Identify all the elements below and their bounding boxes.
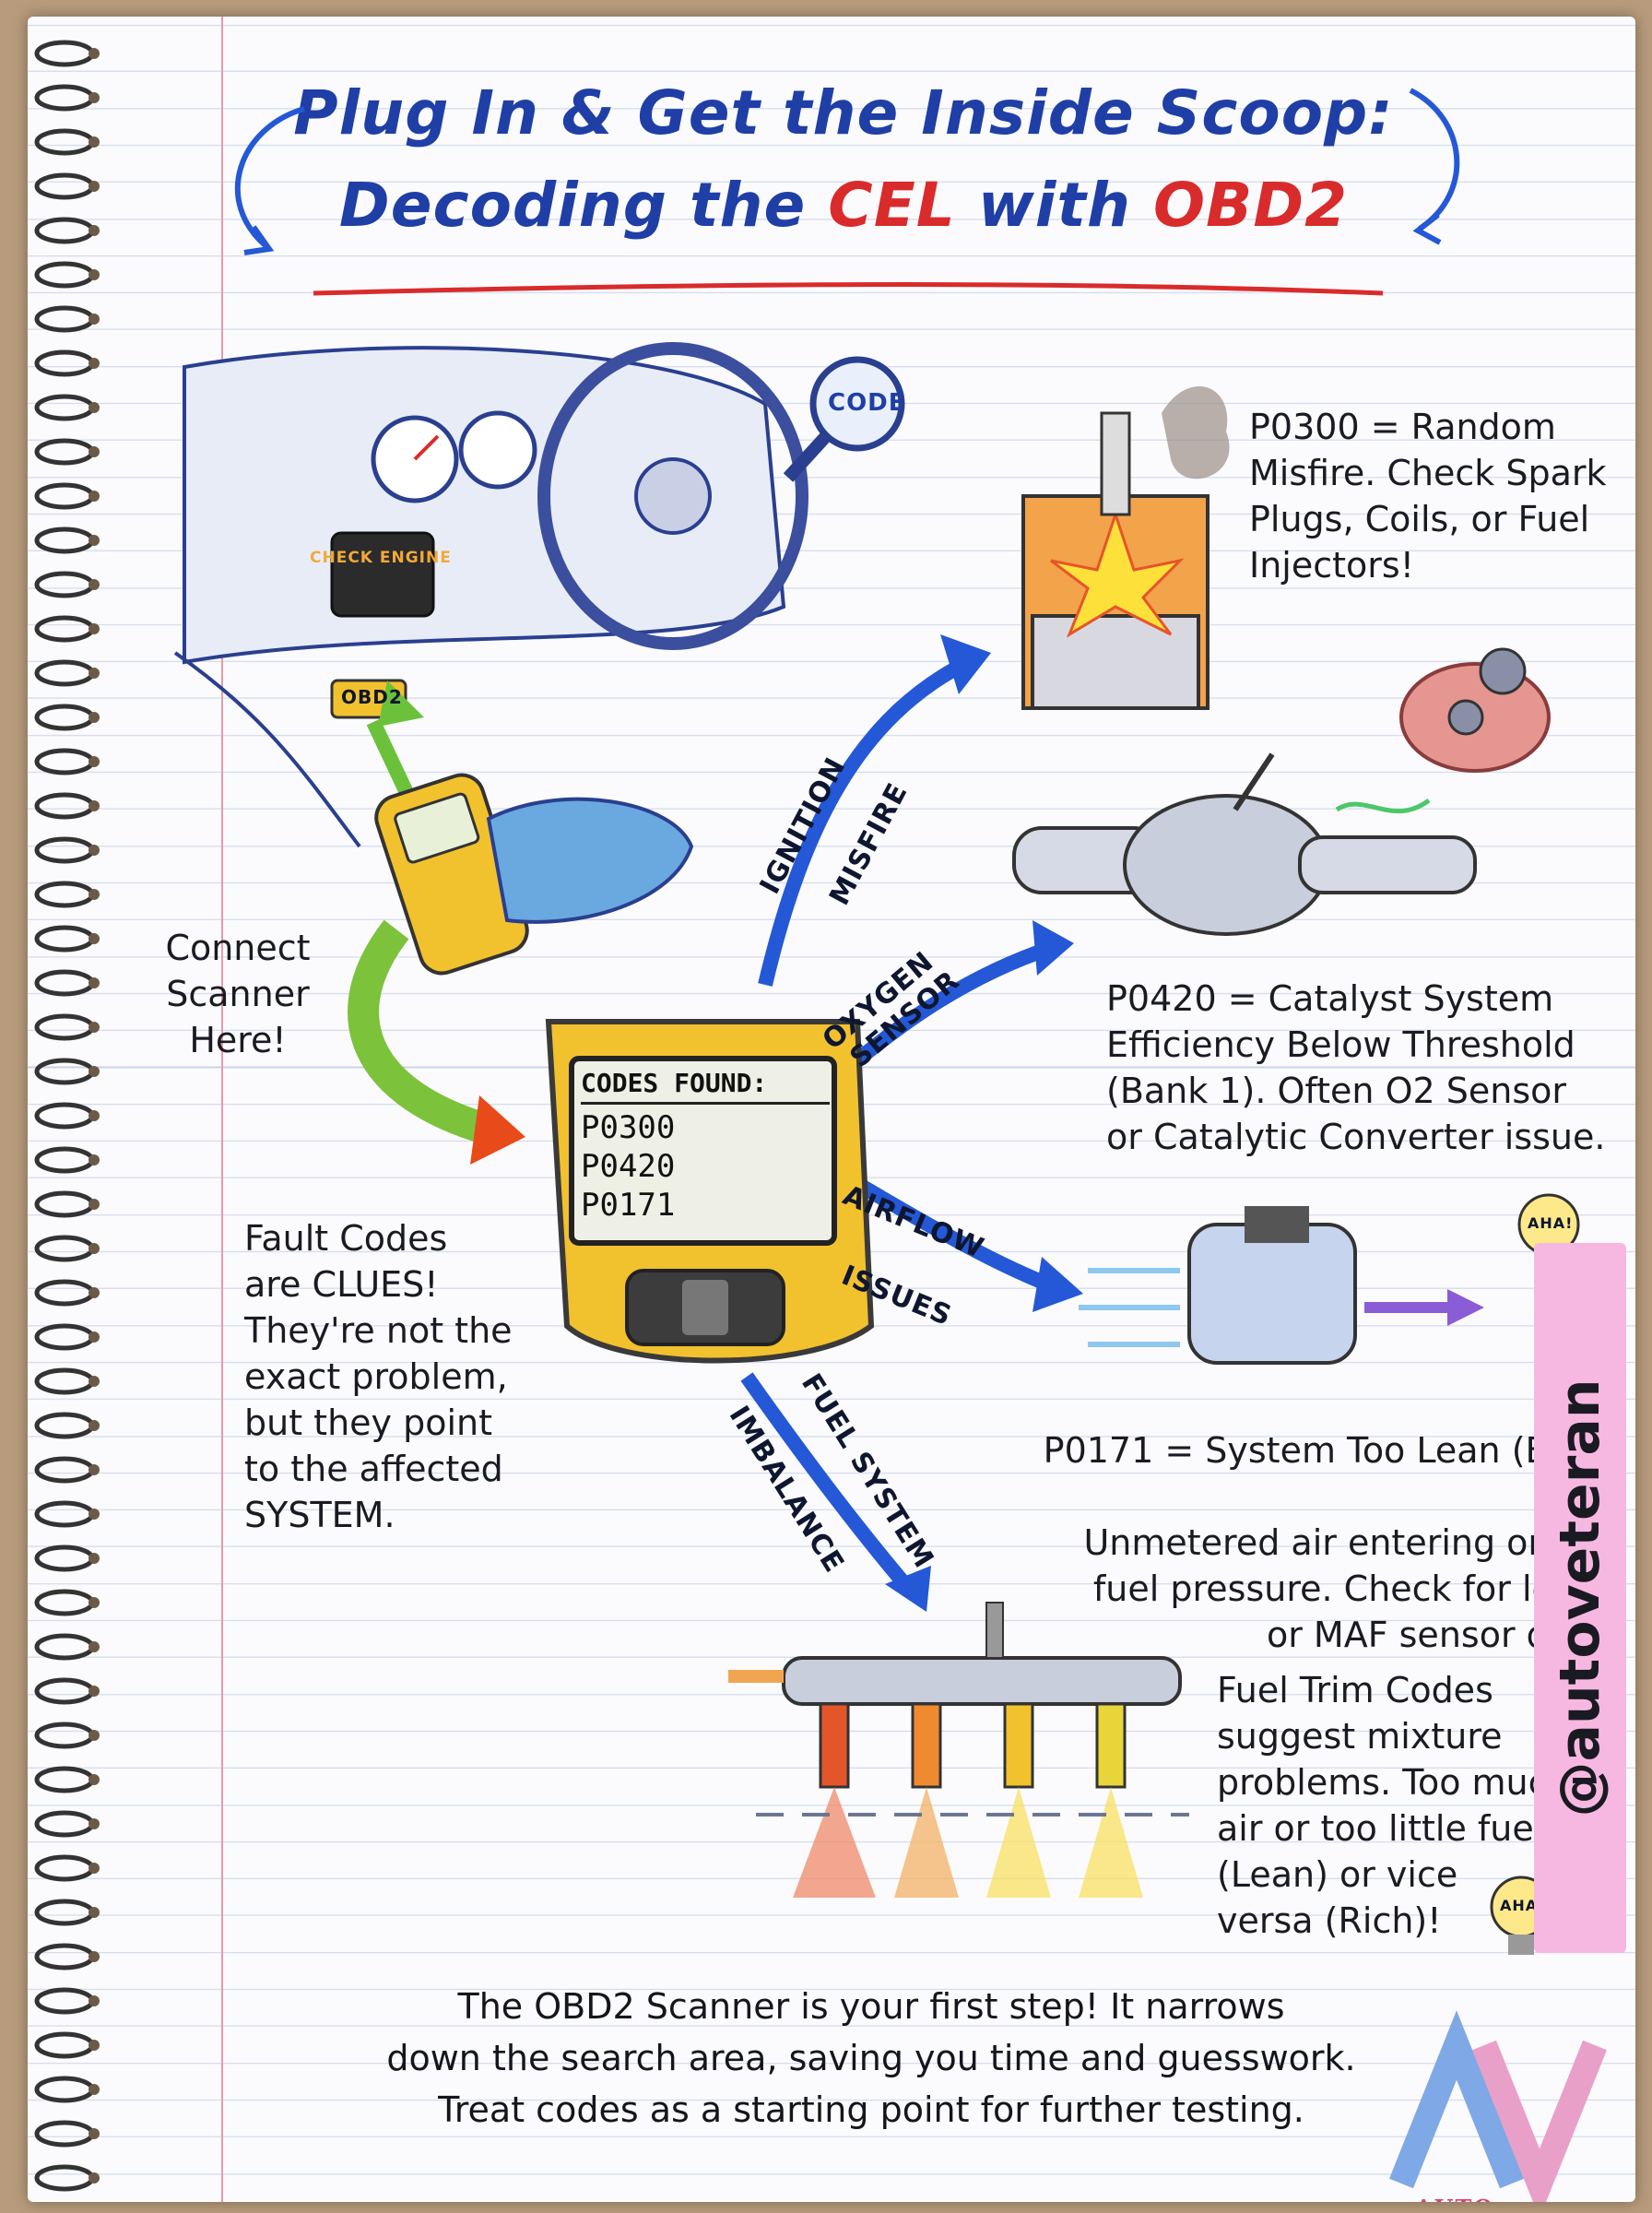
binding-hole — [88, 1243, 100, 1254]
auto-veteran-logo — [1389, 2010, 1607, 2202]
title-underline — [313, 282, 1384, 296]
binding-hole — [88, 269, 100, 280]
ignition-arrow — [758, 655, 972, 987]
notebook-page: Plug In & Get the Inside Scoop: Decoding… — [28, 17, 1635, 2202]
connect-scanner-note: Connect Scanner Here! — [165, 928, 311, 1060]
title-right-arrow — [1409, 88, 1460, 231]
binding-hole — [88, 933, 100, 944]
screen-header: CODES FOUND: — [581, 1068, 830, 1105]
fuel-arrow — [740, 1372, 919, 1599]
scanner-screen: CODES FOUND: P0300 P0420 P0171 — [581, 1068, 830, 1225]
binding-hole — [88, 1022, 100, 1033]
binding-hole — [88, 1641, 100, 1652]
airflow-arrow — [844, 1172, 1063, 1296]
handheld-scanner-illustration — [366, 680, 694, 976]
magnifier-icon — [783, 356, 905, 482]
magnifier-label: CODE — [828, 389, 906, 417]
binding-hole — [88, 1464, 100, 1475]
binding-hole — [88, 1686, 100, 1697]
binding-hole — [88, 1509, 100, 1520]
binding-hole — [88, 756, 100, 767]
margin-line — [221, 17, 223, 2202]
binding-hole — [88, 402, 100, 413]
binding-hole — [88, 845, 100, 856]
cylinder-misfire-illustration — [1021, 386, 1230, 710]
binding-hole — [88, 977, 100, 988]
binding-hole — [88, 1110, 100, 1121]
binding-hole — [88, 1066, 100, 1077]
code-p0171: P0171 — [581, 1187, 676, 1224]
binding-hole — [88, 889, 100, 900]
binding-hole — [88, 800, 100, 811]
binding-hole — [88, 491, 100, 502]
maf-sensor-illustration — [1079, 1206, 1484, 1365]
binding-hole — [88, 2128, 100, 2139]
obd2-port-label: OBD2 — [341, 686, 403, 708]
binding-hole — [88, 1199, 100, 1210]
binding-hole — [88, 2084, 100, 2095]
code-p0420: P0420 — [581, 1148, 676, 1185]
check-engine-label: CHECK ENGINE — [310, 549, 452, 567]
oxygen-arrow — [843, 941, 1054, 1074]
connect-arrow — [348, 919, 502, 1148]
binding-hole — [88, 48, 100, 59]
aha-label: AHA! — [1528, 1214, 1574, 1232]
title-cel: CEL — [828, 170, 956, 241]
binding-hole — [88, 136, 100, 148]
fuel-rail-illustration — [728, 1602, 1189, 1898]
title-left-arrow — [234, 106, 305, 250]
title-line-2: Decoding the CEL with OBD2 — [338, 170, 1349, 241]
binding-hole — [88, 1553, 100, 1564]
binding-hole — [88, 712, 100, 723]
page-title: Plug In & Get the Inside Scoop: Decoding… — [267, 67, 1420, 252]
fault-codes-note: Fault Codes are CLUES! They're not the e… — [244, 1218, 513, 1535]
title-obd2: OBD2 — [1152, 170, 1349, 241]
aha-label-2: AHA! — [1500, 1897, 1546, 1914]
binding-hole — [88, 2172, 100, 2183]
footer-summary: The OBD2 Scanner is your first step! It … — [386, 1986, 1356, 2130]
binding-hole — [88, 623, 100, 634]
binding-hole — [88, 1154, 100, 1166]
binding-hole — [88, 181, 100, 192]
binding-hole — [88, 358, 100, 369]
social-handle-banner: @autoveteran — [1534, 1243, 1626, 1953]
binding-hole — [88, 668, 100, 679]
p0171-note: P0171 = System Too Lean (Bank 1).Unmeter… — [1043, 1430, 1613, 1655]
social-handle: @autoveteran — [1548, 1379, 1612, 1817]
binding-hole — [88, 535, 100, 546]
illustration-layer — [173, 88, 1607, 2202]
binding-hole — [88, 1818, 100, 1829]
scanner-device — [545, 1019, 875, 1364]
binding-hole — [88, 1376, 100, 1387]
title-line-1: Plug In & Get the Inside Scoop: — [293, 77, 1394, 148]
binding-hole — [88, 1774, 100, 1785]
binding-hole — [88, 1597, 100, 1608]
binding-hole — [88, 225, 100, 236]
binding-hole — [88, 1863, 100, 1874]
binding-hole — [88, 92, 100, 103]
binding-hole — [88, 579, 100, 590]
binding-hole — [88, 1730, 100, 1741]
brain-gears-icon — [1399, 647, 1551, 773]
binding-hole — [88, 1420, 100, 1431]
binding-hole — [88, 1995, 100, 2006]
dashboard-illustration — [173, 342, 808, 848]
spiral-binding — [34, 40, 100, 2192]
binding-hole — [88, 1287, 100, 1298]
binding-hole — [88, 1907, 100, 1918]
binding-hole — [88, 1951, 100, 1962]
binding-hole — [88, 446, 100, 457]
brand-name: AUTO VETERAN — [1415, 2195, 1635, 2202]
catalytic-converter-illustration — [1012, 752, 1477, 936]
binding-hole — [88, 314, 100, 325]
binding-hole — [88, 1331, 100, 1343]
code-p0300: P0300 — [581, 1109, 676, 1146]
binding-hole — [88, 2040, 100, 2051]
